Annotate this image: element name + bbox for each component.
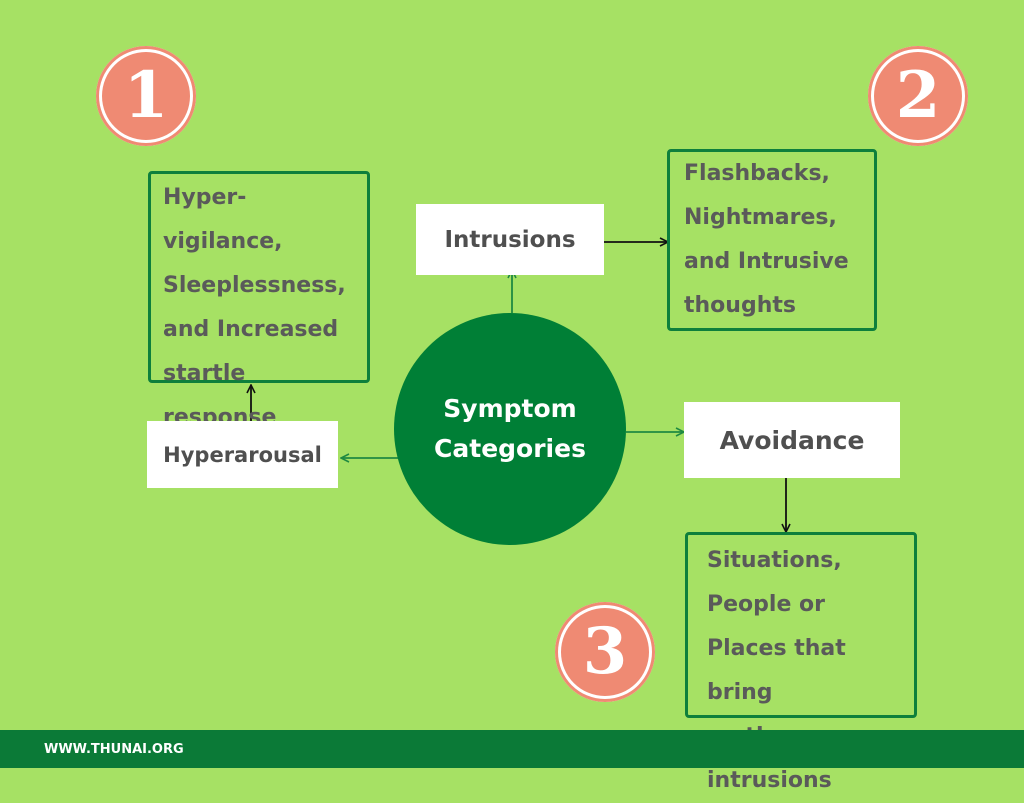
symptom-categories-center: Symptom Categories: [394, 313, 626, 545]
hyperarousal-details-box: Hyper-vigilance, Sleeplessness, and Incr…: [148, 171, 370, 474]
badge-3: 3: [555, 602, 655, 702]
intrusions-label: Intrusions: [416, 204, 604, 275]
footer-bar: WWW.THUNAI.ORG: [0, 730, 1024, 768]
footer-url: WWW.THUNAI.ORG: [44, 741, 184, 757]
avoidance-details-box: Situations, People or Places that bring …: [685, 532, 917, 793]
intrusions-details-box: Flashbacks, Nightmares, and Intrusive th…: [667, 149, 877, 331]
hyperarousal-label: Hyperarousal: [147, 421, 338, 488]
badge-2: 2: [868, 46, 968, 146]
avoidance-label: Avoidance: [684, 402, 900, 478]
badge-1: 1: [96, 46, 196, 146]
